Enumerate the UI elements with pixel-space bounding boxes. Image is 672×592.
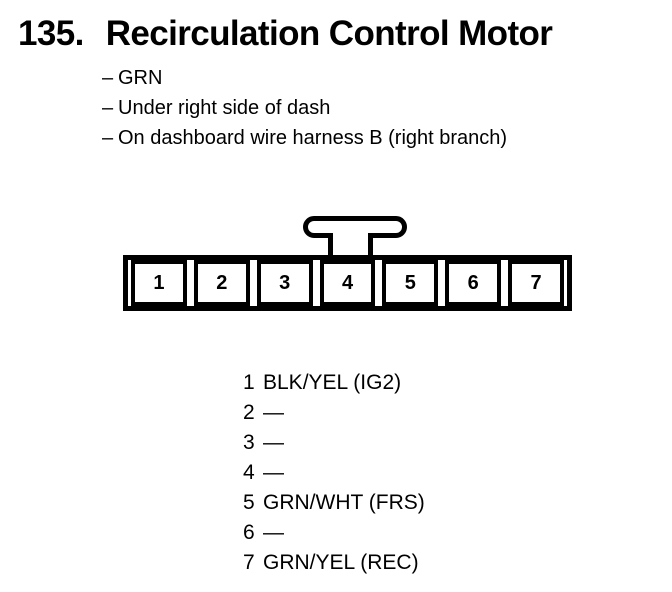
legend-row: 7 GRN/YEL (REC) [243,548,425,578]
pin-number: 1 [243,371,255,394]
wire-label: — [263,461,284,484]
wire-label: — [263,401,284,424]
wire-label: GRN/WHT (FRS) [263,491,425,514]
pin-cell-5: 5 [382,260,439,306]
pin-number: 5 [243,491,255,514]
wire-label: — [263,431,284,454]
legend-row: 4 — [243,458,425,488]
legend-row: 6 — [243,518,425,548]
pin-cell-4: 4 [319,260,376,306]
pin-number: 6 [243,521,255,544]
pin-cell-6: 6 [445,260,502,306]
pin-legend: 1 BLK/YEL (IG2) 2 — 3 — 4 — 5 GRN/WHT (F… [243,368,425,578]
title-text: Recirculation Control Motor [105,14,553,53]
pin-number: 4 [243,461,255,484]
pin-number: 3 [243,431,255,454]
legend-row: 3 — [243,428,425,458]
pin-number: 2 [243,401,255,424]
wire-label: — [263,521,284,544]
note-text: Under right side of dash [118,97,331,119]
note-line: – GRN [102,63,507,93]
wire-label: GRN/YEL (REC) [263,551,419,574]
dash-bullet: – [102,97,114,119]
connector-body: 1 2 3 4 5 6 7 [123,255,572,311]
pin-cell-7: 7 [508,260,565,306]
legend-row: 1 BLK/YEL (IG2) [243,368,425,398]
section-number: 135. [18,14,84,53]
notes-list: – GRN – Under right side of dash – On da… [102,63,507,153]
legend-row: 5 GRN/WHT (FRS) [243,488,425,518]
wire-label: BLK/YEL (IG2) [263,371,402,394]
note-text: On dashboard wire harness B (right branc… [118,127,508,149]
legend-row: 2 — [243,398,425,428]
pin-cell-1: 1 [131,260,187,306]
connector-lock-tab-stem [328,233,373,255]
page-title: 135. Recirculation Control Motor [18,14,553,54]
pin-cell-2: 2 [193,260,250,306]
note-text: GRN [118,67,163,89]
pin-cell-3: 3 [256,260,313,306]
dash-bullet: – [102,67,114,89]
note-line: – On dashboard wire harness B (right bra… [102,123,507,153]
dash-bullet: – [102,127,114,149]
pin-number: 7 [243,551,255,574]
note-line: – Under right side of dash [102,93,507,123]
